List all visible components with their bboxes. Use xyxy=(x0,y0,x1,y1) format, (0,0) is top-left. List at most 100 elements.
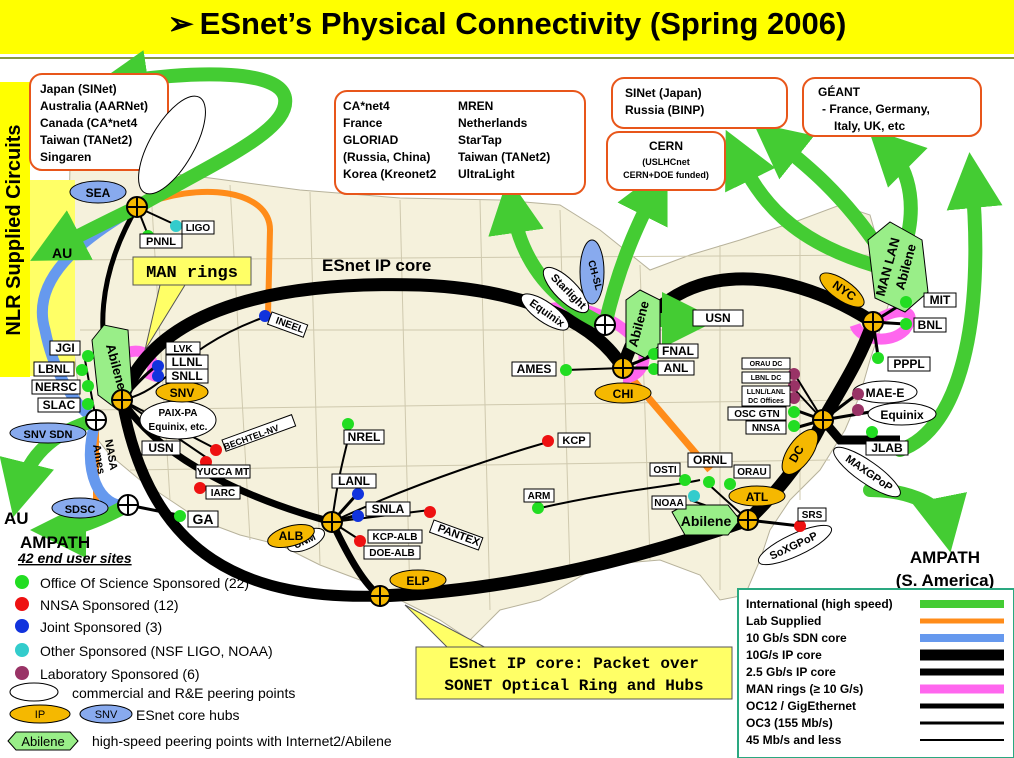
router-nyc xyxy=(862,311,884,333)
router-atl xyxy=(737,509,759,531)
abilene-west: Abilene xyxy=(91,324,133,411)
router-snv-sdn xyxy=(85,409,107,431)
svg-text:LLNL: LLNL xyxy=(172,355,203,369)
pacific-line: Taiwan (TANet2) xyxy=(40,133,132,147)
title-bar xyxy=(0,0,1014,54)
svg-text:LLNL/LANL: LLNL/LANL xyxy=(747,389,786,396)
site-anl: ANL xyxy=(657,360,695,376)
site-lbnl: LBNL xyxy=(33,361,75,377)
svg-text:NERSC: NERSC xyxy=(35,380,77,394)
site-usn-west: USN xyxy=(141,440,181,456)
legend-link-item: International (high speed) xyxy=(746,597,893,611)
svg-text:NOAA: NOAA xyxy=(654,498,683,509)
legend-site-item: Joint Sponsored (3) xyxy=(40,619,162,635)
page-title: ➢ESnet’s Physical Connectivity (Spring 2… xyxy=(0,6,1014,42)
sonet-callout: ESnet IP core: Packet over SONET Optical… xyxy=(404,604,733,700)
svg-text:OSC GTN: OSC GTN xyxy=(734,409,780,420)
site-lanl: LANL xyxy=(331,473,377,489)
starlight-peer: UltraLight xyxy=(458,167,515,181)
hub-elp: ELP xyxy=(389,569,447,591)
svg-text:ORAU: ORAU xyxy=(737,467,766,478)
starlight-peer: GLORIAD xyxy=(343,133,399,147)
site-srs: SRS xyxy=(797,507,827,522)
site-ames: AMES xyxy=(511,361,557,377)
man-rings-label: MAN rings xyxy=(146,264,238,283)
site-ga: GA xyxy=(187,510,219,528)
sinet-line: SINet (Japan) xyxy=(625,86,702,100)
hub-atl: ATL xyxy=(728,485,786,507)
svg-text:SLAC: SLAC xyxy=(43,398,76,412)
legend-site-item: Laboratory Sponsored (6) xyxy=(40,666,200,682)
abilene-chi: Abilene xyxy=(625,289,661,359)
site-slac: SLAC xyxy=(37,397,81,413)
legend-shapes: commercial and R&E peering points IP SNV… xyxy=(7,682,392,751)
svg-text:DOE-ALB: DOE-ALB xyxy=(369,548,415,559)
box-geant: GÉANT - France, Germany, Italy, UK, etc xyxy=(802,77,982,137)
link-ipcore-nyc-dc xyxy=(817,319,880,424)
abilene-ny: MAN LAN Abilene xyxy=(867,221,929,313)
site-arm: ARM xyxy=(523,488,555,503)
svg-text:LBNL DC: LBNL DC xyxy=(751,375,782,382)
router-sdsc xyxy=(117,494,139,516)
pnwg-peering xyxy=(138,95,206,195)
legend-link-item: 10G/s IP core xyxy=(746,648,822,662)
starlight-peer: Taiwan (TANet2) xyxy=(458,150,550,164)
geant-line: - France, Germany, xyxy=(822,102,930,116)
hub-dc: DC xyxy=(781,429,819,475)
svg-text:SNLA: SNLA xyxy=(372,502,405,516)
svg-text:Ames: Ames xyxy=(90,443,107,475)
peer-sdsc: SDSC xyxy=(51,497,109,519)
site-kcp: KCP xyxy=(557,432,591,448)
box-pacific: Japan (SINet) Australia (AARNet) Canada … xyxy=(29,73,169,171)
starlight-peer: Korea (Kreonet2 xyxy=(343,167,437,181)
svg-text:Equinix, etc.: Equinix, etc. xyxy=(149,422,208,433)
starlight-peer: Netherlands xyxy=(458,116,528,130)
svg-text:SNV SDN: SNV SDN xyxy=(24,429,73,441)
site-orau-dc: ORAU DC xyxy=(741,357,791,370)
core-hubs: SNV CHI NYC DC ATL ELP ALB xyxy=(155,272,865,591)
site-ligo: LIGO xyxy=(181,220,215,235)
svg-text:IARC: IARC xyxy=(211,488,235,499)
abilene-atl: Abilene xyxy=(671,504,741,536)
svg-text:PAIX-PA: PAIX-PA xyxy=(158,408,197,419)
starlight-peer: StarTap xyxy=(458,133,502,147)
svg-text:BNL: BNL xyxy=(918,318,943,332)
svg-text:LIGO: LIGO xyxy=(186,223,211,234)
svg-text:JLAB: JLAB xyxy=(871,441,903,455)
end-user-label: 42 end user sites xyxy=(17,550,132,566)
link-ipcore-snv-chi xyxy=(115,278,629,403)
site-lbnl-dc: LBNL DC xyxy=(741,371,791,384)
starlight-peer: France xyxy=(343,116,383,130)
legend-link-types: International (high speed) Lab Supplied … xyxy=(737,588,1014,758)
svg-text:MIT: MIT xyxy=(930,293,951,307)
svg-text:YUCCA MT: YUCCA MT xyxy=(197,467,249,478)
peer-mae-e: MAE-E xyxy=(852,380,918,404)
svg-text:OSTI: OSTI xyxy=(653,465,677,476)
cern-line: (USLHCnet xyxy=(642,157,690,167)
ampath-left-label: AMPATH xyxy=(20,533,90,552)
legend-ip: IP xyxy=(35,709,45,721)
site-bnl: BNL xyxy=(913,317,947,333)
svg-text:LVK: LVK xyxy=(173,344,193,355)
site-usn-east: USN xyxy=(692,309,744,327)
sonet-line: ESnet IP core: Packet over xyxy=(449,655,699,673)
svg-text:CHI: CHI xyxy=(613,387,634,401)
svg-text:FNAL: FNAL xyxy=(662,344,694,358)
site-noaa: NOAA xyxy=(651,495,687,510)
svg-text:NASA: NASA xyxy=(102,438,119,471)
ampath-right-label: AMPATH xyxy=(910,548,980,567)
router-snv xyxy=(111,389,133,411)
svg-text:SNV: SNV xyxy=(170,386,195,400)
svg-text:ALB: ALB xyxy=(279,529,304,543)
svg-text:LANL: LANL xyxy=(338,474,370,488)
site-osti: OSTI xyxy=(649,462,681,477)
svg-text:LBNL: LBNL xyxy=(38,362,70,376)
legend-site-item: Other Sponsored (NSF LIGO, NOAA) xyxy=(40,643,273,659)
svg-text:ARM: ARM xyxy=(528,491,551,502)
svg-text:ELP: ELP xyxy=(406,574,429,588)
box-sinet: SINet (Japan) Russia (BINP) xyxy=(611,77,788,129)
site-pppl: PPPL xyxy=(887,356,931,372)
legend-link-item: OC12 / GigEthernet xyxy=(746,699,856,713)
cern-line: CERN xyxy=(649,139,683,153)
